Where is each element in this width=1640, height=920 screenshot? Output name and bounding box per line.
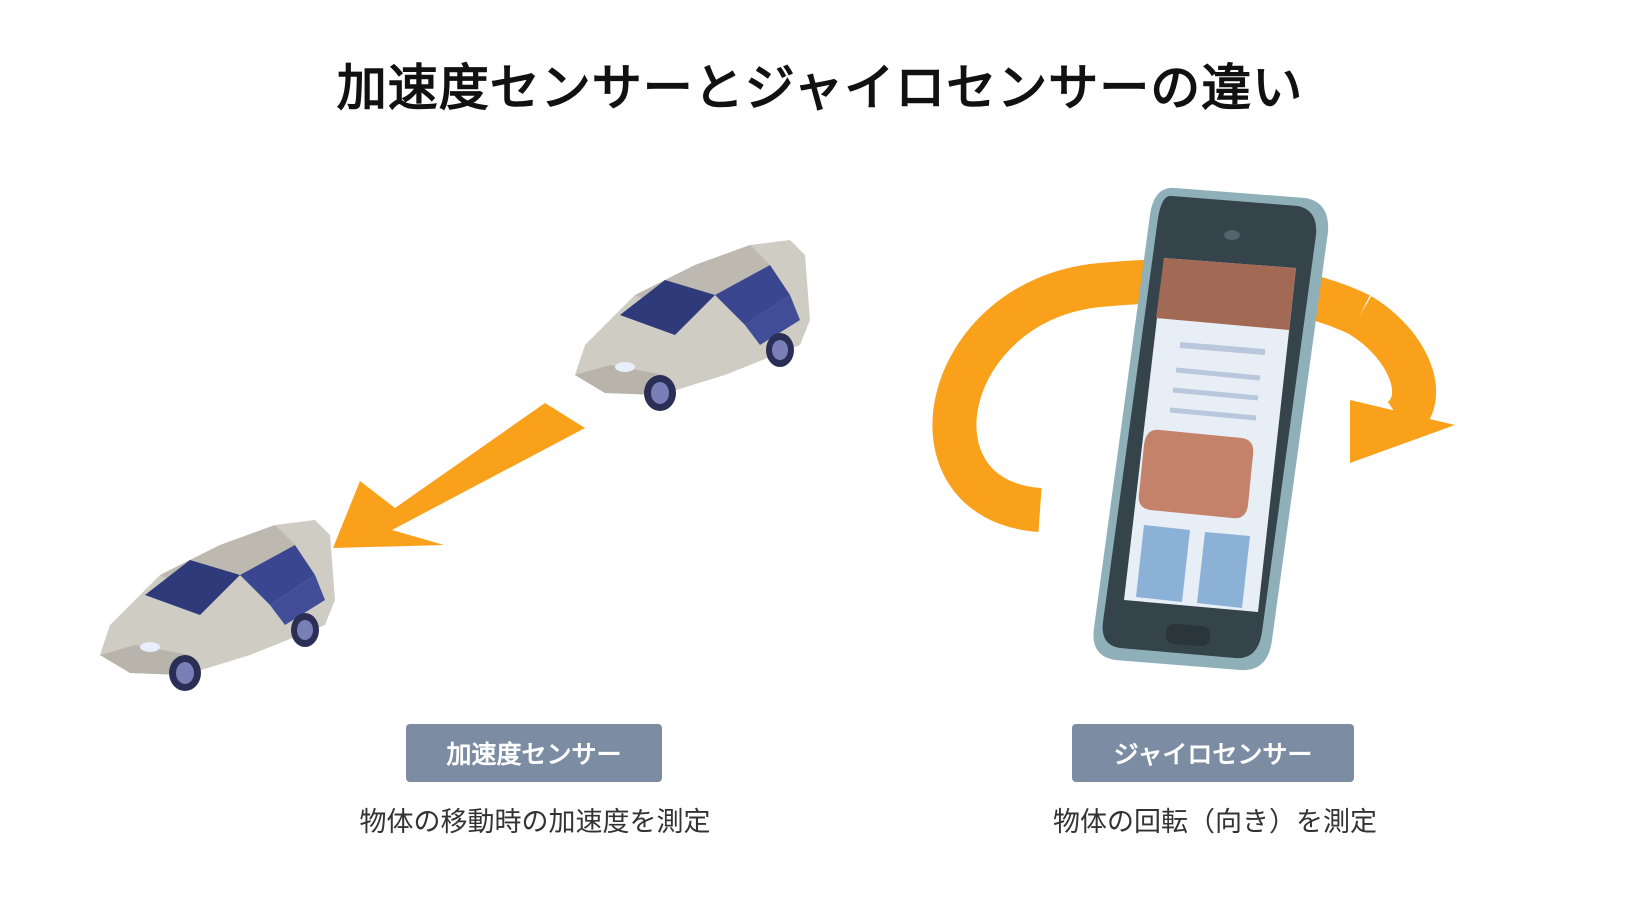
accelerometer-caption: 物体の移動時の加速度を測定 — [359, 807, 711, 838]
smartphone-icon — [1093, 187, 1329, 671]
arrow-icon — [333, 403, 585, 548]
car-icon — [100, 520, 335, 691]
accelerometer-badge: 加速度センサー — [406, 724, 662, 782]
rotation-arrow-icon — [1347, 296, 1455, 463]
page-title: 加速度センサーとジャイロセンサーの違い — [336, 59, 1304, 117]
car-icon — [575, 240, 810, 411]
gyroscope-caption: 物体の回転（向き）を測定 — [1053, 807, 1377, 838]
gyroscope-badge: ジャイロセンサー — [1072, 724, 1354, 782]
